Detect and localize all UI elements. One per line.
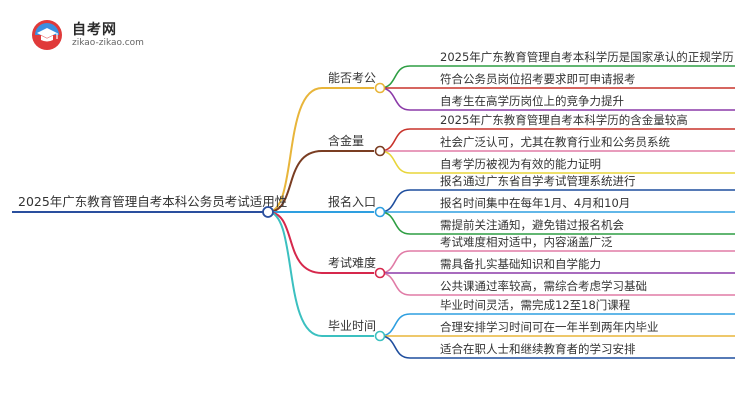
root-node[interactable] xyxy=(262,206,274,218)
leaf-link xyxy=(379,189,411,213)
branch-node[interactable] xyxy=(374,206,386,218)
leaf-label: 自考学历被视为有效的能力证明 xyxy=(440,157,601,171)
leaf-label: 毕业时间灵活，需完成12至18门课程 xyxy=(440,298,631,312)
leaf-label: 需具备扎实基础知识和自学能力 xyxy=(440,257,601,271)
branch-node[interactable] xyxy=(374,82,386,94)
leaf-label: 需提前关注通知，避免错过报名机会 xyxy=(440,218,624,232)
logo-subtitle: zikao-zikao.com xyxy=(72,38,144,48)
leaf-link xyxy=(379,250,411,274)
branch-label: 毕业时间 xyxy=(328,319,376,333)
leaf-label: 合理安排学习时间可在一年半到两年内毕业 xyxy=(440,320,659,334)
branch-link xyxy=(267,211,323,274)
logo-title: 自考网 xyxy=(72,22,117,38)
branch-label: 含金量 xyxy=(328,133,364,148)
mindmap-links xyxy=(12,65,735,359)
leaf-label: 报名时间集中在每年1月、4月和10月 xyxy=(440,196,630,210)
leaf-label: 2025年广东教育管理自考本科学历是国家承认的正规学历 xyxy=(440,50,734,64)
leaf-link xyxy=(379,313,411,337)
branch-label: 能否考公 xyxy=(328,71,376,85)
mindmap-nodes: 2025年广东教育管理自考本科公务员考试适用性 能否考公 2025年广东教育管理自考… xyxy=(18,50,734,356)
leaf-label: 社会广泛认可，尤其在教育行业和公务员系统 xyxy=(440,135,670,149)
leaf-label: 公共课通过率较高，需综合考虑学习基础 xyxy=(440,279,647,293)
leaf-link xyxy=(379,150,411,174)
leaf-label: 符合公务员岗位招考要求即可申请报考 xyxy=(440,72,636,86)
branch-link xyxy=(267,211,323,337)
branch-link xyxy=(267,87,323,213)
leaf-label: 适合在职人士和继续教育者的学习安排 xyxy=(440,342,636,356)
leaf-link xyxy=(379,335,411,359)
branch-link xyxy=(267,150,323,213)
leaf-link xyxy=(379,211,411,235)
branch-label: 报名入口 xyxy=(328,194,376,209)
branch-node[interactable] xyxy=(374,267,386,279)
leaf-label: 自考生在高学历岗位上的竞争力提升 xyxy=(440,94,624,108)
leaf-label: 考试难度相对适中，内容涵盖广泛 xyxy=(440,235,613,249)
branch-label: 考试难度 xyxy=(328,255,376,270)
leaf-label: 2025年广东教育管理自考本科学历的含金量较高 xyxy=(440,113,688,127)
mindmap-root: 2025年广东教育管理自考本科公务员考试适用性 xyxy=(18,194,287,209)
leaf-link xyxy=(379,65,411,89)
site-logo[interactable]: 自考网 zikao-zikao.com xyxy=(30,18,160,52)
branch-node[interactable] xyxy=(374,145,386,157)
leaf-link xyxy=(379,272,411,296)
graduation-cap-icon xyxy=(32,20,62,50)
leaf-link xyxy=(379,128,411,152)
branch-node[interactable] xyxy=(374,330,386,342)
leaf-label: 报名通过广东省自学考试管理系统进行 xyxy=(440,174,636,188)
leaf-link xyxy=(379,87,411,111)
